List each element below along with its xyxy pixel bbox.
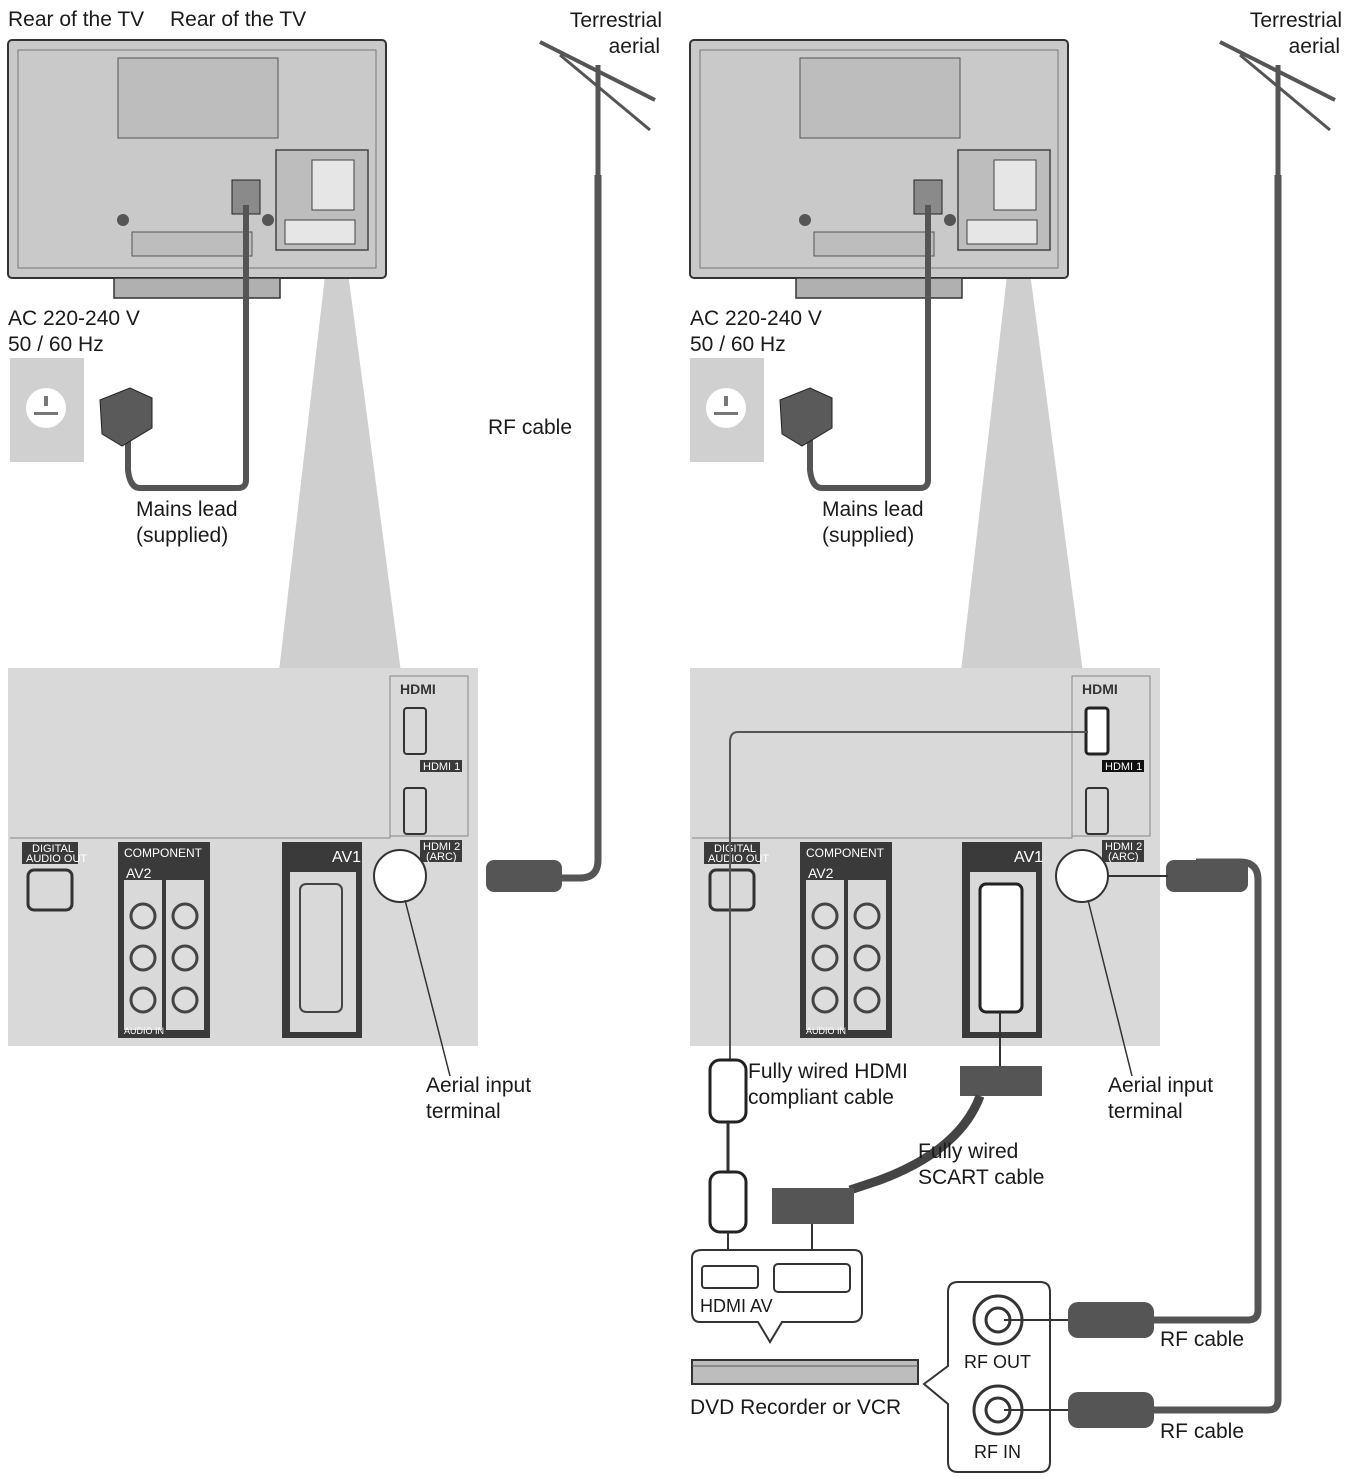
scart-plug-bottom — [772, 1188, 854, 1224]
labels-right: Rear of the TV Terrestrial aerial AC 220… — [170, 8, 1342, 1462]
device-label: DVD Recorder or VCR — [690, 1396, 901, 1419]
labels-left: Rear of the TV Terrestrial aerial AC 220… — [8, 8, 662, 1123]
hdmi-av-label: HDMI AV — [700, 1296, 773, 1316]
aerial-input-label-right-1: Aerial input — [1108, 1074, 1213, 1097]
right-diagram: HDMI HDMI 1 HDMI 2 (ARC) DIGITAL AUDIO O… — [170, 8, 1342, 1473]
hdmi-logo-right: HDMI — [1082, 681, 1118, 697]
mains-label-right-2: (supplied) — [822, 524, 914, 547]
hdmi1-label-right: HDMI 1 — [1105, 761, 1142, 773]
power-label-1: AC 220-240 V — [8, 307, 140, 330]
wall-socket-right — [690, 358, 764, 462]
hdmi-plug-bottom — [708, 1170, 748, 1234]
hdmi-cable-label-2: compliant cable — [748, 1086, 894, 1109]
wall-socket — [10, 358, 84, 462]
hdmi-cable-label-1: Fully wired HDMI — [748, 1060, 908, 1083]
rf-plug-in — [1068, 1392, 1154, 1428]
zoom-beam-right — [960, 250, 1084, 680]
zoom-beam — [278, 250, 402, 680]
aerial-antenna-right — [1219, 40, 1336, 175]
hdmi2-label-right: HDMI 2 — [1105, 841, 1142, 853]
aerial-input-label-right-2: terminal — [1108, 1100, 1183, 1123]
left-diagram: HDMI HDMI 1 HDMI 2 (ARC) DIGITAL AUDIO O… — [7, 8, 662, 1123]
rear-label-1: Rear of the TV — [8, 8, 144, 31]
mains-label-1: Mains lead — [136, 498, 238, 521]
aerial-label-right-2: aerial — [1289, 35, 1340, 58]
scart-plug-top — [960, 1066, 1042, 1096]
dvd-recorder — [691, 1359, 919, 1385]
device-ports-callout — [691, 1249, 863, 1344]
rf-plug-out — [1068, 1302, 1154, 1338]
audio-in-label: AUDIO IN — [124, 1026, 164, 1036]
mains-cable-right — [807, 205, 931, 491]
rf-cable-out — [1152, 858, 1262, 1324]
tv-rear-right — [689, 39, 1069, 299]
rf-in-label: RF IN — [974, 1442, 1021, 1462]
rf-ports-callout — [922, 1281, 1051, 1473]
av2-label-right: AV2 — [808, 865, 834, 881]
aerial-input-pointer — [404, 899, 451, 1077]
component-label-right: COMPONENT — [806, 846, 885, 860]
rf-cable-left — [560, 175, 602, 882]
mains-cable — [125, 205, 249, 491]
power-label-right-2: 50 / 60 Hz — [690, 333, 786, 356]
rf-cable-label-right-2: RF cable — [1160, 1420, 1244, 1443]
aerial-input-label-2: terminal — [426, 1100, 501, 1123]
rf-cable-label: RF cable — [488, 416, 572, 439]
power-label-right-1: AC 220-240 V — [690, 307, 822, 330]
hdmi2-arc-label-right: (ARC) — [1108, 851, 1139, 863]
mains-plug — [99, 387, 153, 447]
rf-plug-left — [486, 860, 562, 892]
connector-panel — [8, 668, 478, 1046]
aerial-label-1: Terrestrial — [570, 9, 662, 32]
hdmi1-label: HDMI 1 — [423, 761, 460, 773]
av1-label: AV1 — [332, 849, 361, 866]
digital-audio-label-right-2: AUDIO OUT — [708, 853, 769, 865]
digital-audio-label: DIGITAL — [32, 843, 74, 855]
hdmi2-label: HDMI 2 — [423, 841, 460, 853]
hdmi-cable — [729, 731, 1088, 1060]
panel-texts-left: HDMI HDMI 1 HDMI 2 (ARC) DIGITAL AUDIO O… — [26, 681, 460, 1036]
rf-plug-panel — [1166, 860, 1248, 892]
av1-label-right: AV1 — [1014, 849, 1043, 866]
aerial-antenna — [539, 40, 656, 175]
digital-audio-label-2: AUDIO OUT — [26, 853, 87, 865]
digital-audio-label-right: DIGITAL — [714, 843, 756, 855]
hdmi-plug-top — [708, 1058, 748, 1124]
rear-label-2: Rear of the TV — [170, 8, 306, 31]
power-label-2: 50 / 60 Hz — [8, 333, 104, 356]
scart-cable-label-1: Fully wired — [918, 1140, 1018, 1163]
scart-cable — [848, 1094, 985, 1195]
hdmi2-arc-label: (ARC) — [426, 851, 457, 863]
component-label: COMPONENT — [124, 846, 203, 860]
aerial-input-pointer-right — [1087, 899, 1133, 1077]
mains-plug-right — [779, 387, 833, 447]
panel-texts-right: HDMI HDMI 1 HDMI 2 (ARC) DIGITAL AUDIO O… — [708, 681, 1142, 1036]
rf-cable-in — [1152, 175, 1282, 1414]
mains-label-2: (supplied) — [136, 524, 228, 547]
hdmi-logo: HDMI — [400, 681, 436, 697]
aerial-input-label-1: Aerial input — [426, 1074, 531, 1097]
av2-label: AV2 — [126, 865, 152, 881]
connector-panel-right — [690, 668, 1160, 1046]
audio-in-label-right: AUDIO IN — [806, 1026, 846, 1036]
aerial-label-2: aerial — [609, 35, 660, 58]
tv-rear — [7, 39, 387, 299]
rf-cable-label-right-1: RF cable — [1160, 1328, 1244, 1351]
rf-out-label: RF OUT — [964, 1352, 1031, 1372]
aerial-label-right-1: Terrestrial — [1250, 9, 1342, 32]
scart-cable-label-2: SCART cable — [918, 1166, 1044, 1189]
mains-label-right-1: Mains lead — [822, 498, 924, 521]
